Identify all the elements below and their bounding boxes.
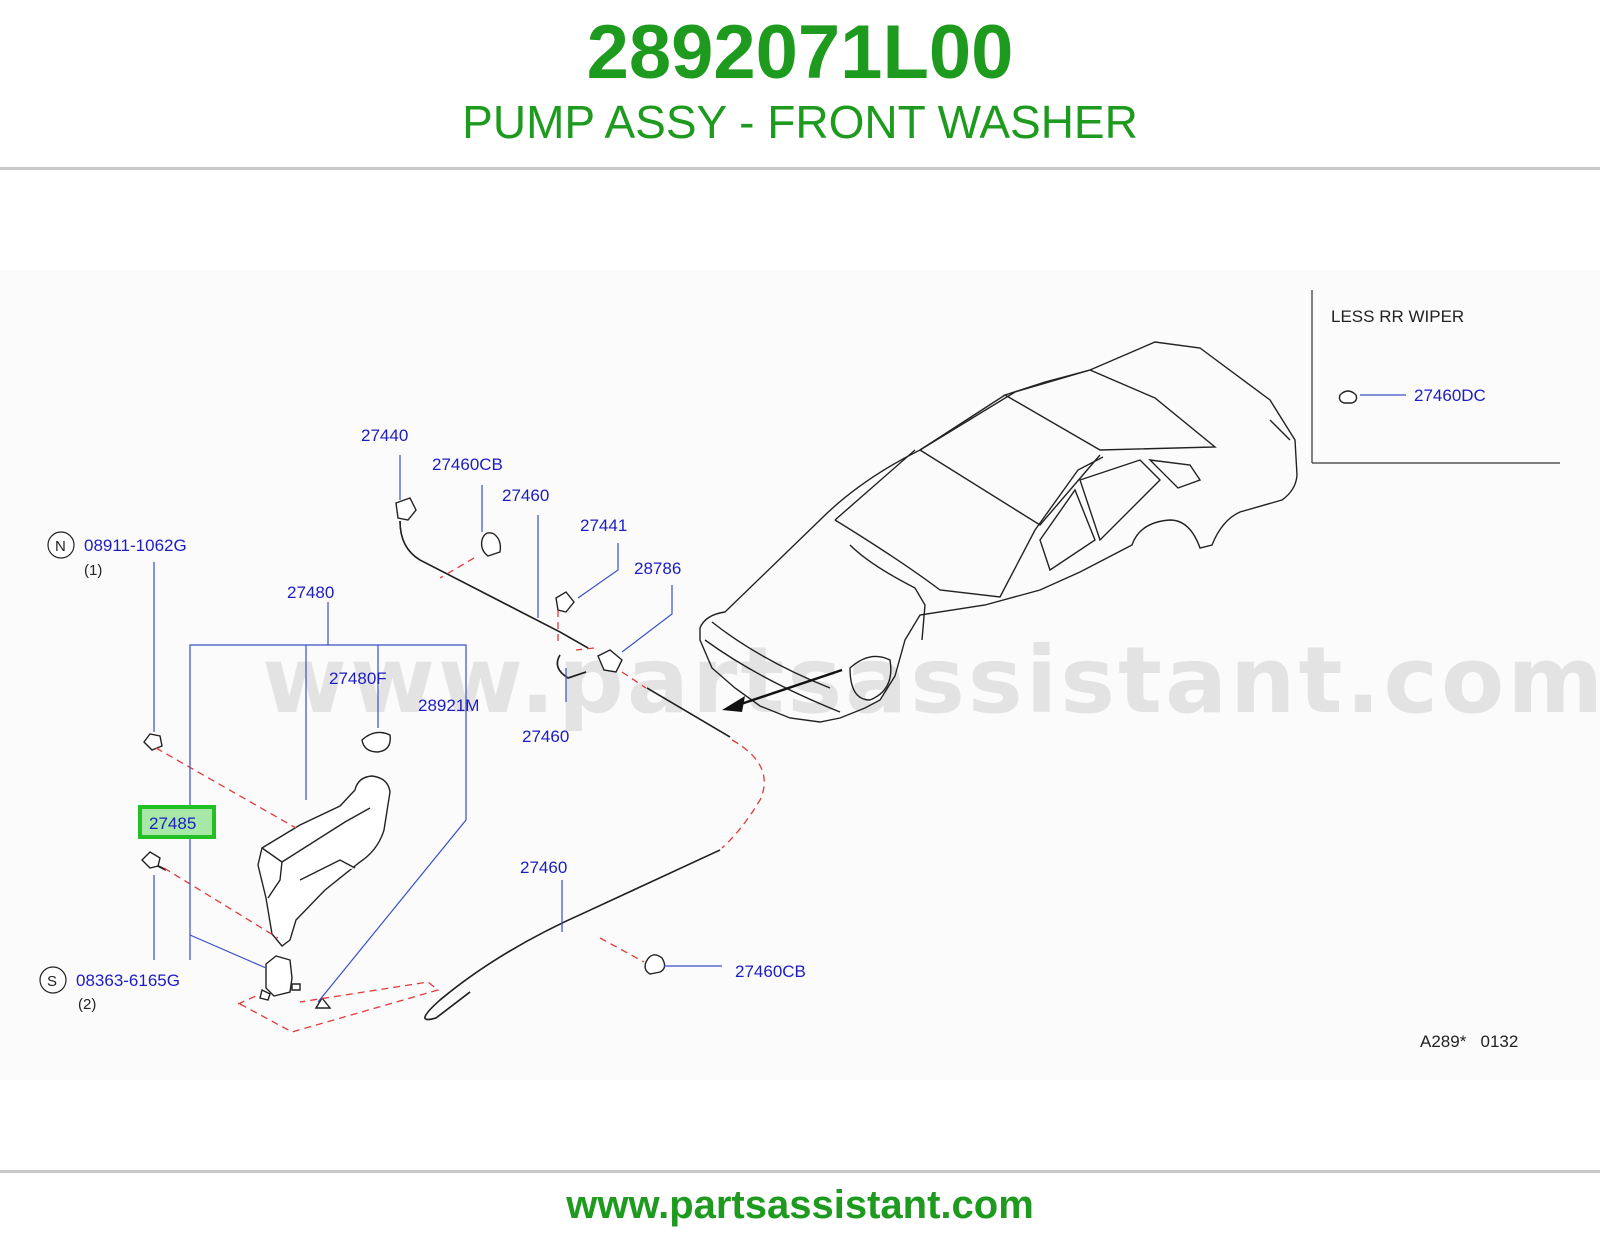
washer-tank-27480 [257,775,391,947]
nozzle-27440 [395,497,417,521]
pump-27485 [259,955,301,1001]
callout-08911-1062g[interactable]: 08911-1062G [84,536,187,555]
callout-08363-qty: (2) [78,996,96,1013]
nut-08911 [143,733,163,751]
callout-27460cb-low[interactable]: 27460CB [735,962,806,981]
n-symbol: N [55,538,66,555]
footer-divider [0,1170,1600,1173]
connector-28786 [597,649,623,673]
car-body-outline [699,341,1298,723]
diagram-code: A289* 0132 [1420,1032,1518,1051]
s-symbol: S [47,973,57,990]
assembly-dashed-lines [155,557,765,1033]
location-arrow [722,668,843,712]
nozzle-27441 [555,591,575,613]
header-divider [0,167,1600,170]
grommet-28921m [314,996,332,1009]
clip-27460cb-top [480,532,502,557]
s-symbol-circle [39,966,67,994]
part-number-title: 2892071L00 [586,10,1014,95]
watermark-text: www.partsassistant.com [262,627,1600,734]
n-symbol-circle [47,531,75,559]
callout-n-group[interactable]: N 08911-1062G (1) [47,531,187,579]
part-description: PUMP ASSY - FRONT WASHER [462,96,1138,148]
callout-27460cb-top[interactable]: 27460CB [432,455,503,474]
inset-title: LESS RR WIPER [1331,307,1464,326]
footer-url-link[interactable]: www.partsassistant.com [566,1183,1034,1227]
callout-08363-6165g[interactable]: 08363-6165G [76,971,180,990]
callout-27460-low[interactable]: 27460 [520,858,567,877]
inset-part-label[interactable]: 27460DC [1414,386,1486,405]
cap-27480f [361,731,391,753]
callout-28921m[interactable]: 28921M [418,696,479,715]
bolt-08363 [141,851,167,871]
callout-27480f[interactable]: 27480F [329,669,387,688]
callout-27460-top[interactable]: 27460 [502,486,549,505]
callout-27480[interactable]: 27480 [287,583,334,602]
callout-27441[interactable]: 27441 [580,516,627,535]
clip-icon [1338,390,1358,404]
callout-27485-highlight[interactable]: 27485 [138,805,216,839]
callout-27460-mid[interactable]: 27460 [522,727,569,746]
upper-hose-assembly [399,520,731,1021]
callout-08911-qty: (1) [84,562,102,579]
callout-27440[interactable]: 27440 [361,426,408,445]
leader-lines [153,455,722,1003]
clip-27460cb-low [644,954,666,975]
callout-s-group[interactable]: S 08363-6165G (2) [39,966,180,1013]
inset-box: LESS RR WIPER 27460DC [1311,290,1560,464]
callout-27485[interactable]: 27485 [149,814,196,833]
callout-28786[interactable]: 28786 [634,559,681,578]
